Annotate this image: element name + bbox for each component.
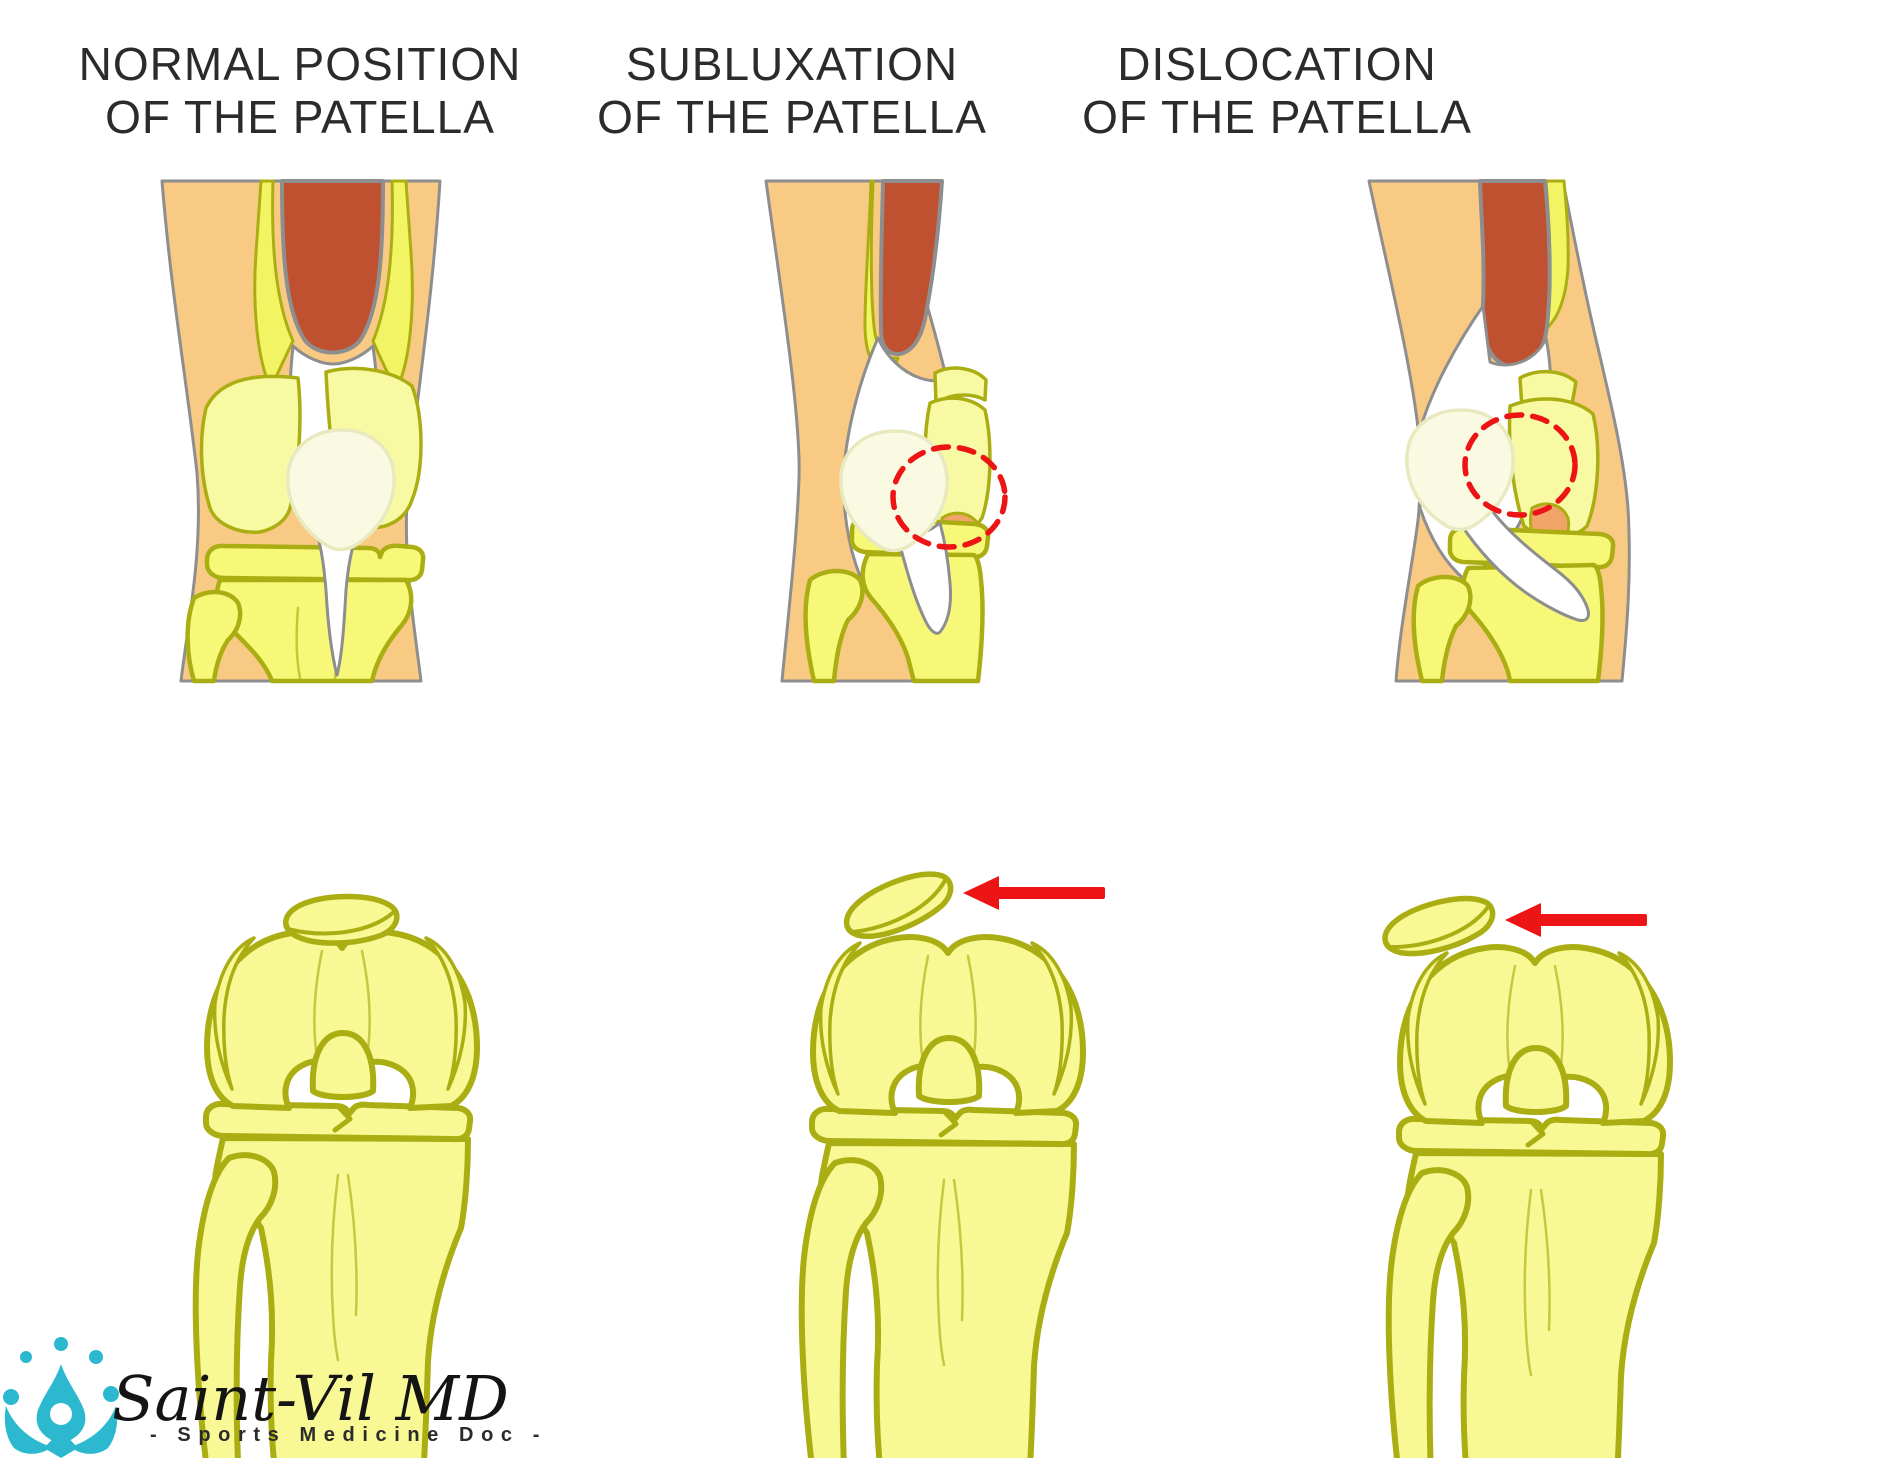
axial-view-subluxation [790, 858, 1150, 1458]
fibula-shape [185, 589, 243, 684]
front-view-dislocation [1360, 178, 1680, 684]
normal-position-dashed-circle [1462, 412, 1578, 518]
title-normal: NORMAL POSITION OF THE PATELLA [60, 38, 540, 145]
title-subluxation-line1: SUBLUXATION [625, 38, 959, 90]
logo-mark-icon [3, 1330, 134, 1458]
displacement-arrow-icon [963, 876, 1105, 910]
title-dislocation-line2: OF THE PATELLA [1082, 91, 1472, 144]
front-view-normal [130, 178, 470, 684]
femur-condyle-shape [199, 374, 302, 534]
fibula-shape [803, 568, 865, 684]
normal-position-dashed-circle [890, 444, 1008, 550]
axial-view-dislocation [1360, 870, 1720, 1458]
logo-tagline: - Sports Medicine Doc - [150, 1424, 548, 1446]
front-view-subluxation [630, 178, 1010, 684]
quadriceps-muscle-shape [1478, 179, 1552, 369]
title-subluxation: SUBLUXATION OF THE PATELLA [552, 38, 1032, 145]
patellar-tendon-shape [896, 521, 952, 635]
title-subluxation-line2: OF THE PATELLA [597, 91, 987, 144]
fibula-shape [1411, 574, 1473, 684]
logo-name: Saint-Vil MD [112, 1362, 509, 1435]
femur-condyle-shape [1507, 397, 1600, 539]
quadriceps-muscle-shape [878, 179, 944, 357]
title-normal-line1: NORMAL POSITION [78, 38, 522, 90]
title-dislocation-line1: DISLOCATION [1117, 38, 1437, 90]
title-dislocation: DISLOCATION OF THE PATELLA [1037, 38, 1517, 145]
quadriceps-muscle-shape [280, 179, 385, 355]
title-normal-line2: OF THE PATELLA [105, 91, 495, 144]
displacement-arrow-icon [1505, 903, 1647, 937]
tibial-plateau-shape [204, 543, 426, 583]
